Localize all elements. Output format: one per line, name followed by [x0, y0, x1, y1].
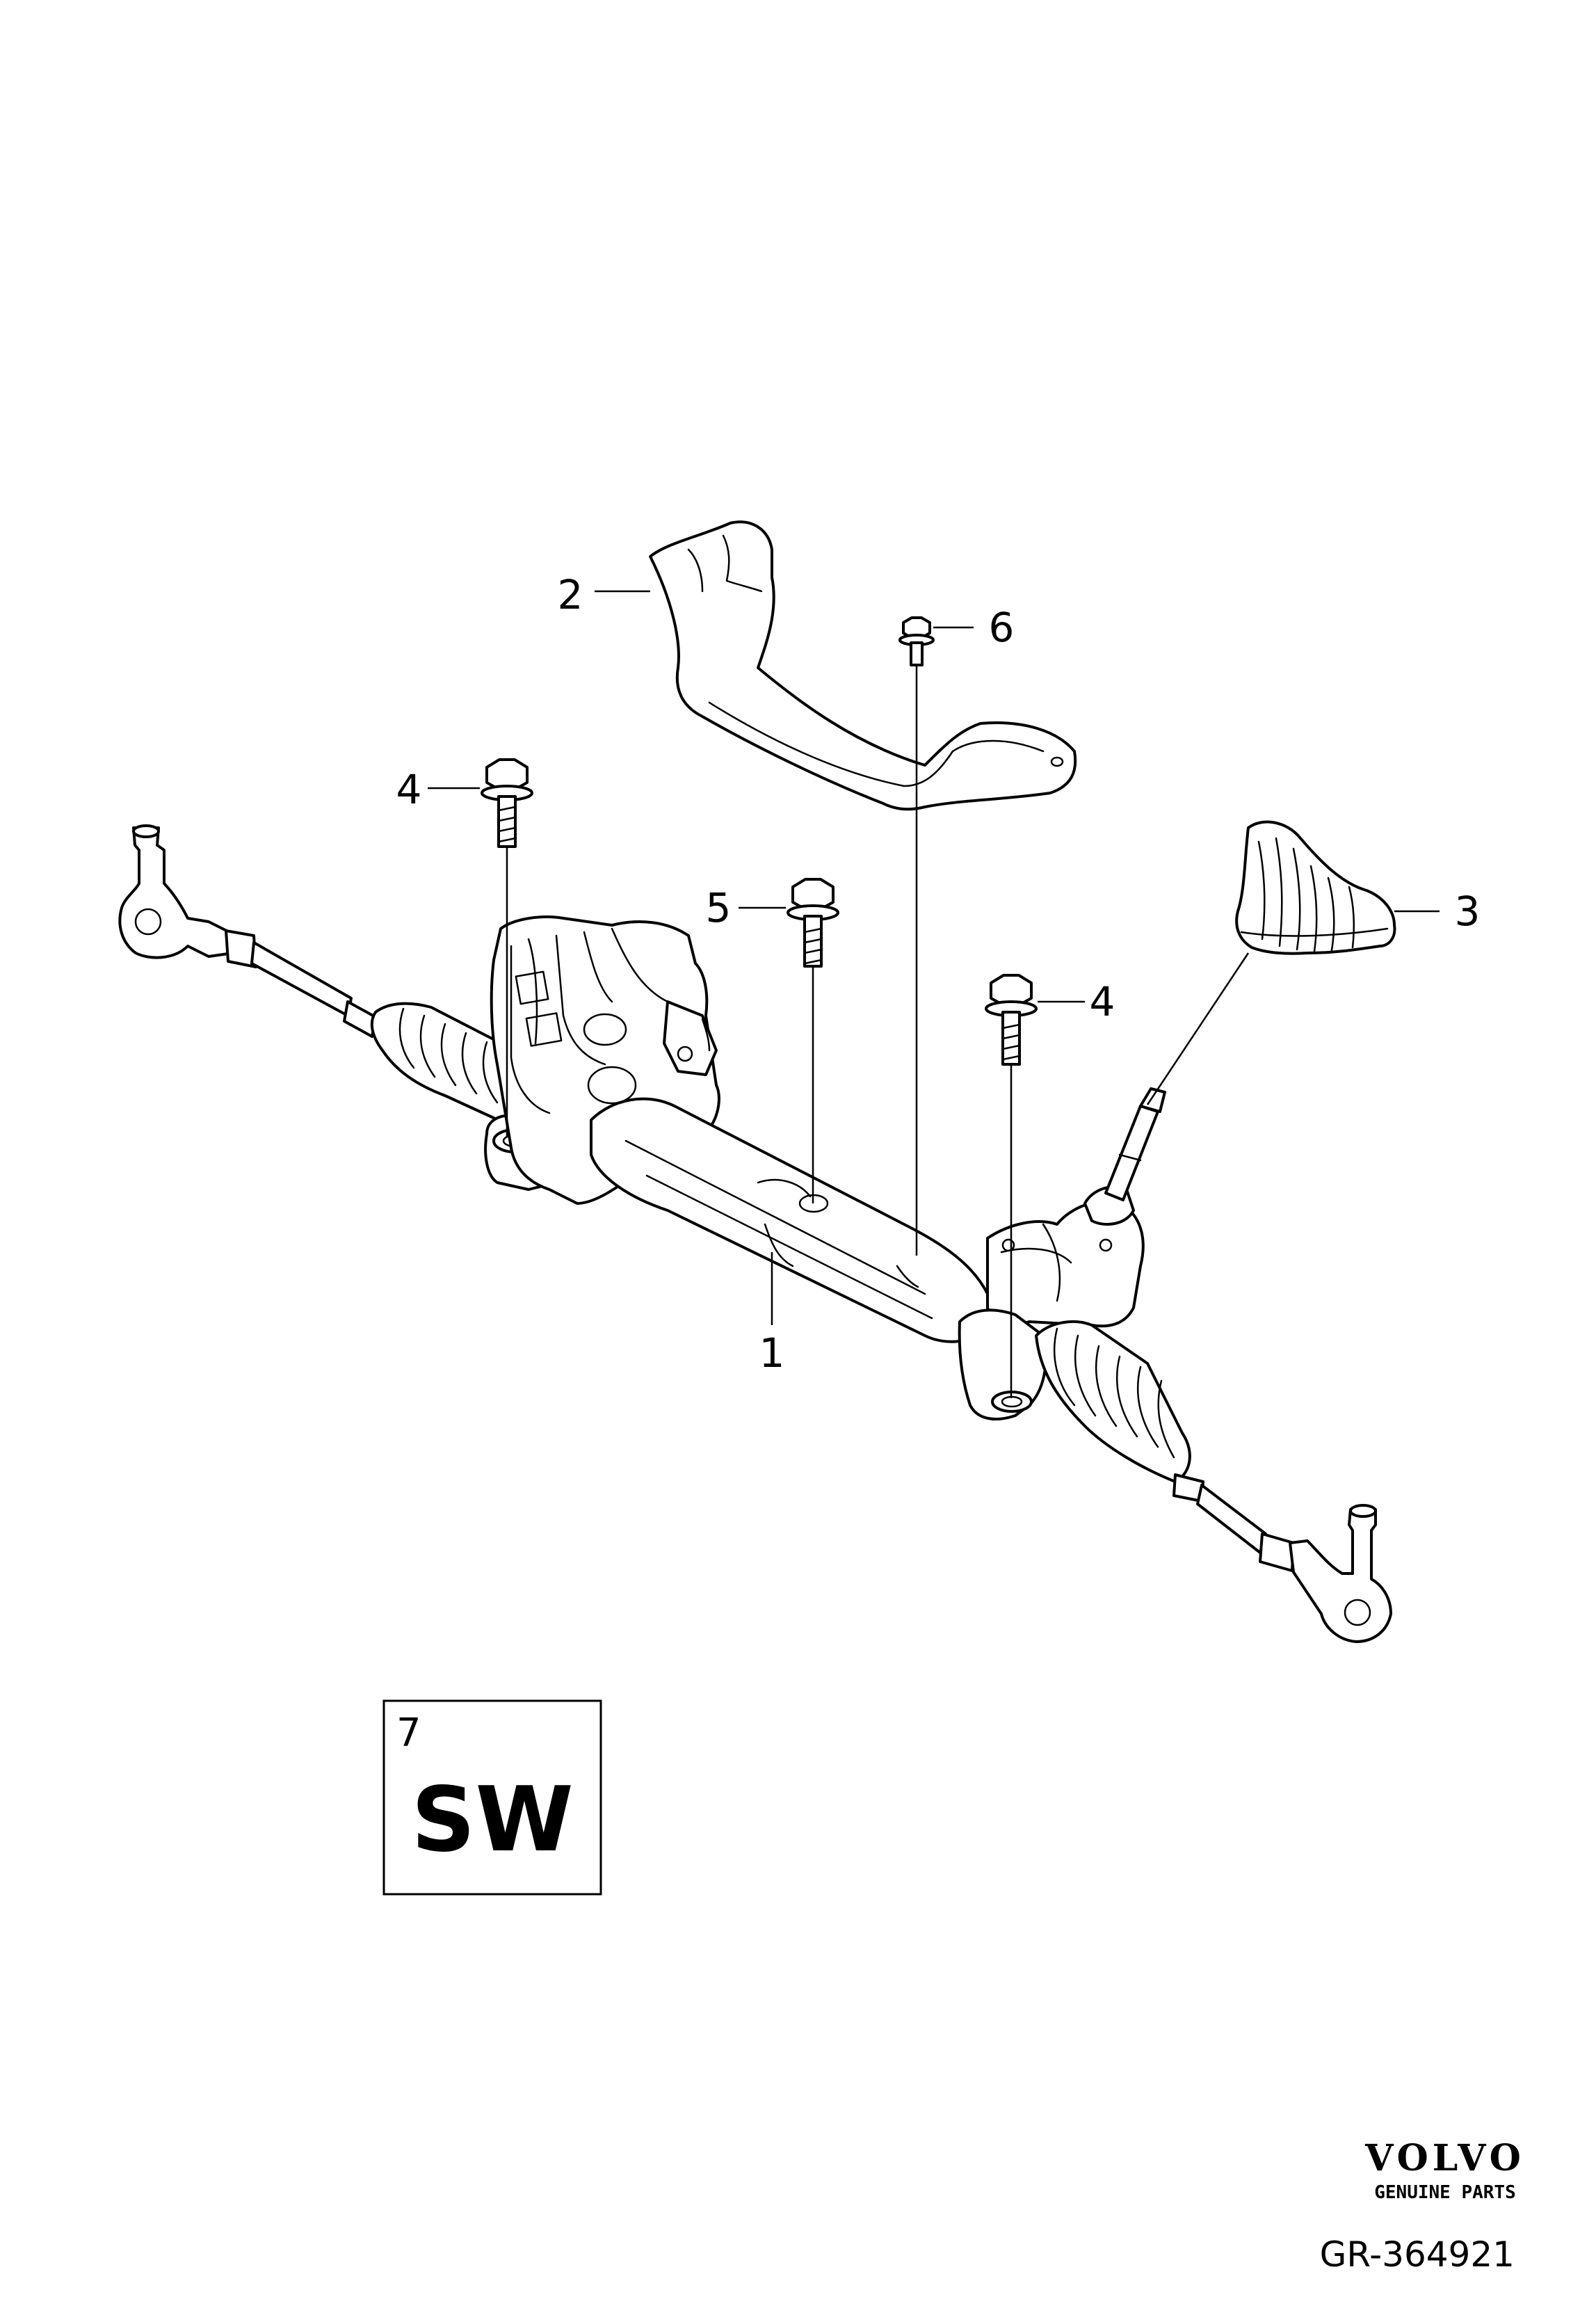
software-box-number: 7 [396, 1711, 421, 1756]
callout-6: 6 [989, 604, 1015, 651]
leader-lines [428, 590, 1440, 1398]
brand-tagline: GENUINE PARTS [1374, 2182, 1516, 2203]
heat-shield-part[interactable] [649, 520, 1077, 811]
brand-name: VOLVO [1364, 2137, 1525, 2179]
callout-1: 1 [759, 1329, 785, 1377]
callout-4-right: 4 [1090, 978, 1115, 1025]
bolt-part-6[interactable] [898, 616, 935, 666]
bolt-part-5[interactable] [787, 878, 839, 968]
software-box-code: SW [411, 1768, 573, 1872]
callout-2: 2 [558, 571, 583, 618]
diagram-reference: GR-364921 [1320, 2234, 1515, 2275]
software-box[interactable]: 7 SW [382, 1699, 602, 1896]
steering-column-boot-part[interactable] [1235, 820, 1396, 955]
callout-5: 5 [706, 884, 732, 931]
bolt-part-4-right[interactable] [985, 974, 1038, 1066]
leader-3-diagonal [1146, 952, 1250, 1105]
volvo-genuine-parts-logo: VOLVO GENUINE PARTS [1364, 2137, 1525, 2203]
bolt-part-4-left[interactable] [481, 758, 533, 848]
callout-3: 3 [1455, 888, 1481, 935]
steering-gear-rack-part[interactable] [118, 824, 1392, 1643]
callout-4-left: 4 [396, 766, 422, 813]
